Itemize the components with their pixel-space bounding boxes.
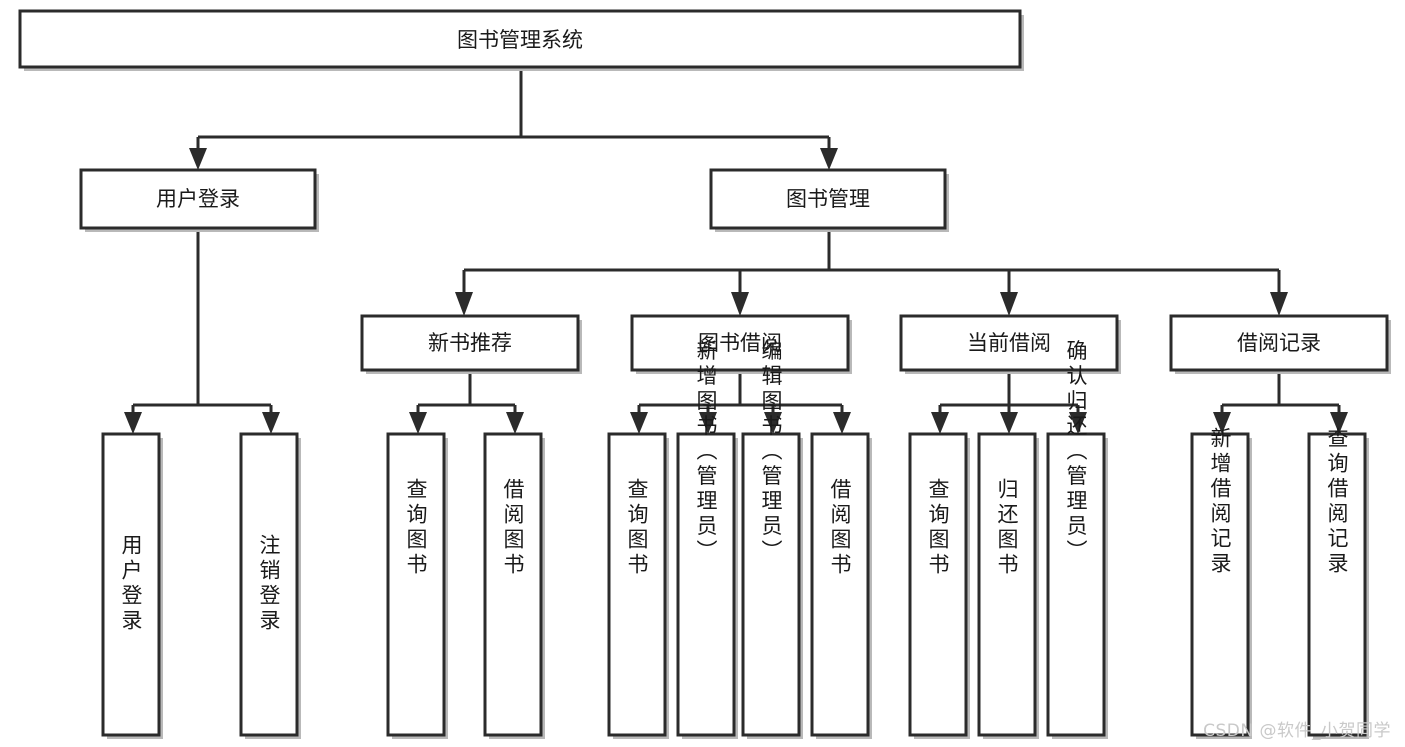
arrow-head-leaf-return-book <box>1000 412 1018 434</box>
leaf-edit-book[interactable]: 编辑图书（管理员） <box>741 340 803 740</box>
arrow-head-leaf-add-record <box>1213 412 1231 434</box>
leaf-query-record-box <box>1307 432 1367 737</box>
leaf-return-book-label: 归还图书 <box>995 478 1019 578</box>
leaf-add-book[interactable]: 新增图书（管理员） <box>676 340 738 740</box>
leaf-add-record-box <box>1190 432 1250 737</box>
leaf-edit-book-box <box>741 432 801 737</box>
leaf-logout-box <box>239 432 299 737</box>
node-current-borrow-box <box>899 314 1119 372</box>
leaf-query-book-3-box <box>908 432 968 737</box>
leaf-confirm-return-label: 确认归还（管理员） <box>1064 340 1088 565</box>
node-user-login-box <box>79 168 317 230</box>
node-new-book-recommend[interactable]: 新书推荐 <box>360 314 582 374</box>
leaf-user-login-box <box>101 432 161 737</box>
node-borrow-record-label: 借阅记录 <box>1237 331 1321 355</box>
leaf-logout[interactable]: 注销登录 <box>239 432 301 739</box>
node-user-login[interactable]: 用户登录 <box>79 168 319 232</box>
node-root-label: 图书管理系统 <box>457 28 583 52</box>
leaf-borrow-book-2[interactable]: 借阅图书 <box>810 432 872 739</box>
leaf-query-book-1[interactable]: 查询图书 <box>386 432 448 739</box>
arrow-head-leaf-query-book-2 <box>630 412 648 434</box>
node-book-borrow[interactable]: 图书借阅 <box>630 314 852 374</box>
leaf-add-record-label: 新增借阅记录 <box>1208 427 1232 577</box>
leaf-query-book-2-box <box>607 432 667 737</box>
node-root-box <box>18 9 1022 69</box>
arrow-head-leaf-query-record <box>1330 412 1348 434</box>
leaf-user-login[interactable]: 用户登录 <box>101 432 163 739</box>
leaf-borrow-book-2-box <box>810 432 870 737</box>
leaf-user-login-label: 用户登录 <box>119 534 143 634</box>
arrow-head-leaf-borrow-book-2 <box>833 412 851 434</box>
leaf-query-record-label: 查询借阅记录 <box>1325 427 1349 577</box>
leaf-query-book-3[interactable]: 查询图书 <box>908 432 970 739</box>
leaf-query-book-1-label: 查询图书 <box>404 478 428 578</box>
connector-layer <box>124 67 1348 434</box>
leaf-query-book-3-label: 查询图书 <box>926 478 950 578</box>
leaf-logout-label: 注销登录 <box>257 534 281 634</box>
node-current-borrow-label: 当前借阅 <box>967 331 1051 355</box>
leaf-query-book-2-label: 查询图书 <box>625 478 649 578</box>
arrow-head-leaf-borrow-book-1 <box>506 412 524 434</box>
leaf-confirm-return-box <box>1046 432 1106 737</box>
arrow-head-leaf-query-book-3 <box>931 412 949 434</box>
arrow-head-current-borrow <box>1000 292 1018 316</box>
arrow-head-leaf-confirm-return <box>1069 412 1087 434</box>
leaf-add-book-box <box>676 432 736 737</box>
node-root[interactable]: 图书管理系统 <box>18 9 1024 71</box>
arrow-head-user-login <box>189 148 207 170</box>
leaf-borrow-book-1-box <box>483 432 543 737</box>
leaf-query-book-1-box <box>386 432 446 737</box>
arrow-head-leaf-query-book-1 <box>409 412 427 434</box>
arrow-head-leaf-user-login <box>124 412 142 434</box>
leaf-borrow-book-1[interactable]: 借阅图书 <box>483 432 545 739</box>
node-current-borrow[interactable]: 当前借阅 <box>899 314 1121 374</box>
leaf-edit-book-label: 编辑图书（管理员） <box>759 340 783 565</box>
arrow-head-book-manage <box>820 148 838 170</box>
arrow-head-leaf-edit-book <box>764 412 782 434</box>
leaf-return-book[interactable]: 归还图书 <box>977 432 1039 739</box>
node-new-book-recommend-box <box>360 314 580 372</box>
leaf-query-book-2[interactable]: 查询图书 <box>607 432 669 739</box>
arrow-head-book-borrow <box>731 292 749 316</box>
leaf-add-record[interactable]: 新增借阅记录 <box>1190 427 1252 739</box>
leaf-query-record[interactable]: 查询借阅记录 <box>1307 427 1369 739</box>
node-borrow-record[interactable]: 借阅记录 <box>1169 314 1391 374</box>
arrow-head-borrow-record <box>1270 292 1288 316</box>
node-book-manage-box <box>709 168 947 230</box>
node-user-login-label: 用户登录 <box>156 187 240 211</box>
arrow-head-new-book-recommend <box>455 292 473 316</box>
leaf-confirm-return[interactable]: 确认归还（管理员） <box>1046 340 1108 740</box>
node-new-book-recommend-label: 新书推荐 <box>428 331 512 355</box>
node-borrow-record-box <box>1169 314 1389 372</box>
leaf-borrow-book-2-label: 借阅图书 <box>828 478 852 578</box>
arrow-head-leaf-add-book <box>699 412 717 434</box>
arrow-head-leaf-logout <box>262 412 280 434</box>
leaf-return-book-box <box>977 432 1037 737</box>
node-book-manage-label: 图书管理 <box>786 187 870 211</box>
node-book-borrow-box <box>630 314 850 372</box>
leaf-borrow-book-1-label: 借阅图书 <box>501 478 525 578</box>
node-book-manage[interactable]: 图书管理 <box>709 168 949 232</box>
leaf-add-book-label: 新增图书（管理员） <box>694 340 718 565</box>
node-book-borrow-label: 图书借阅 <box>698 331 782 355</box>
